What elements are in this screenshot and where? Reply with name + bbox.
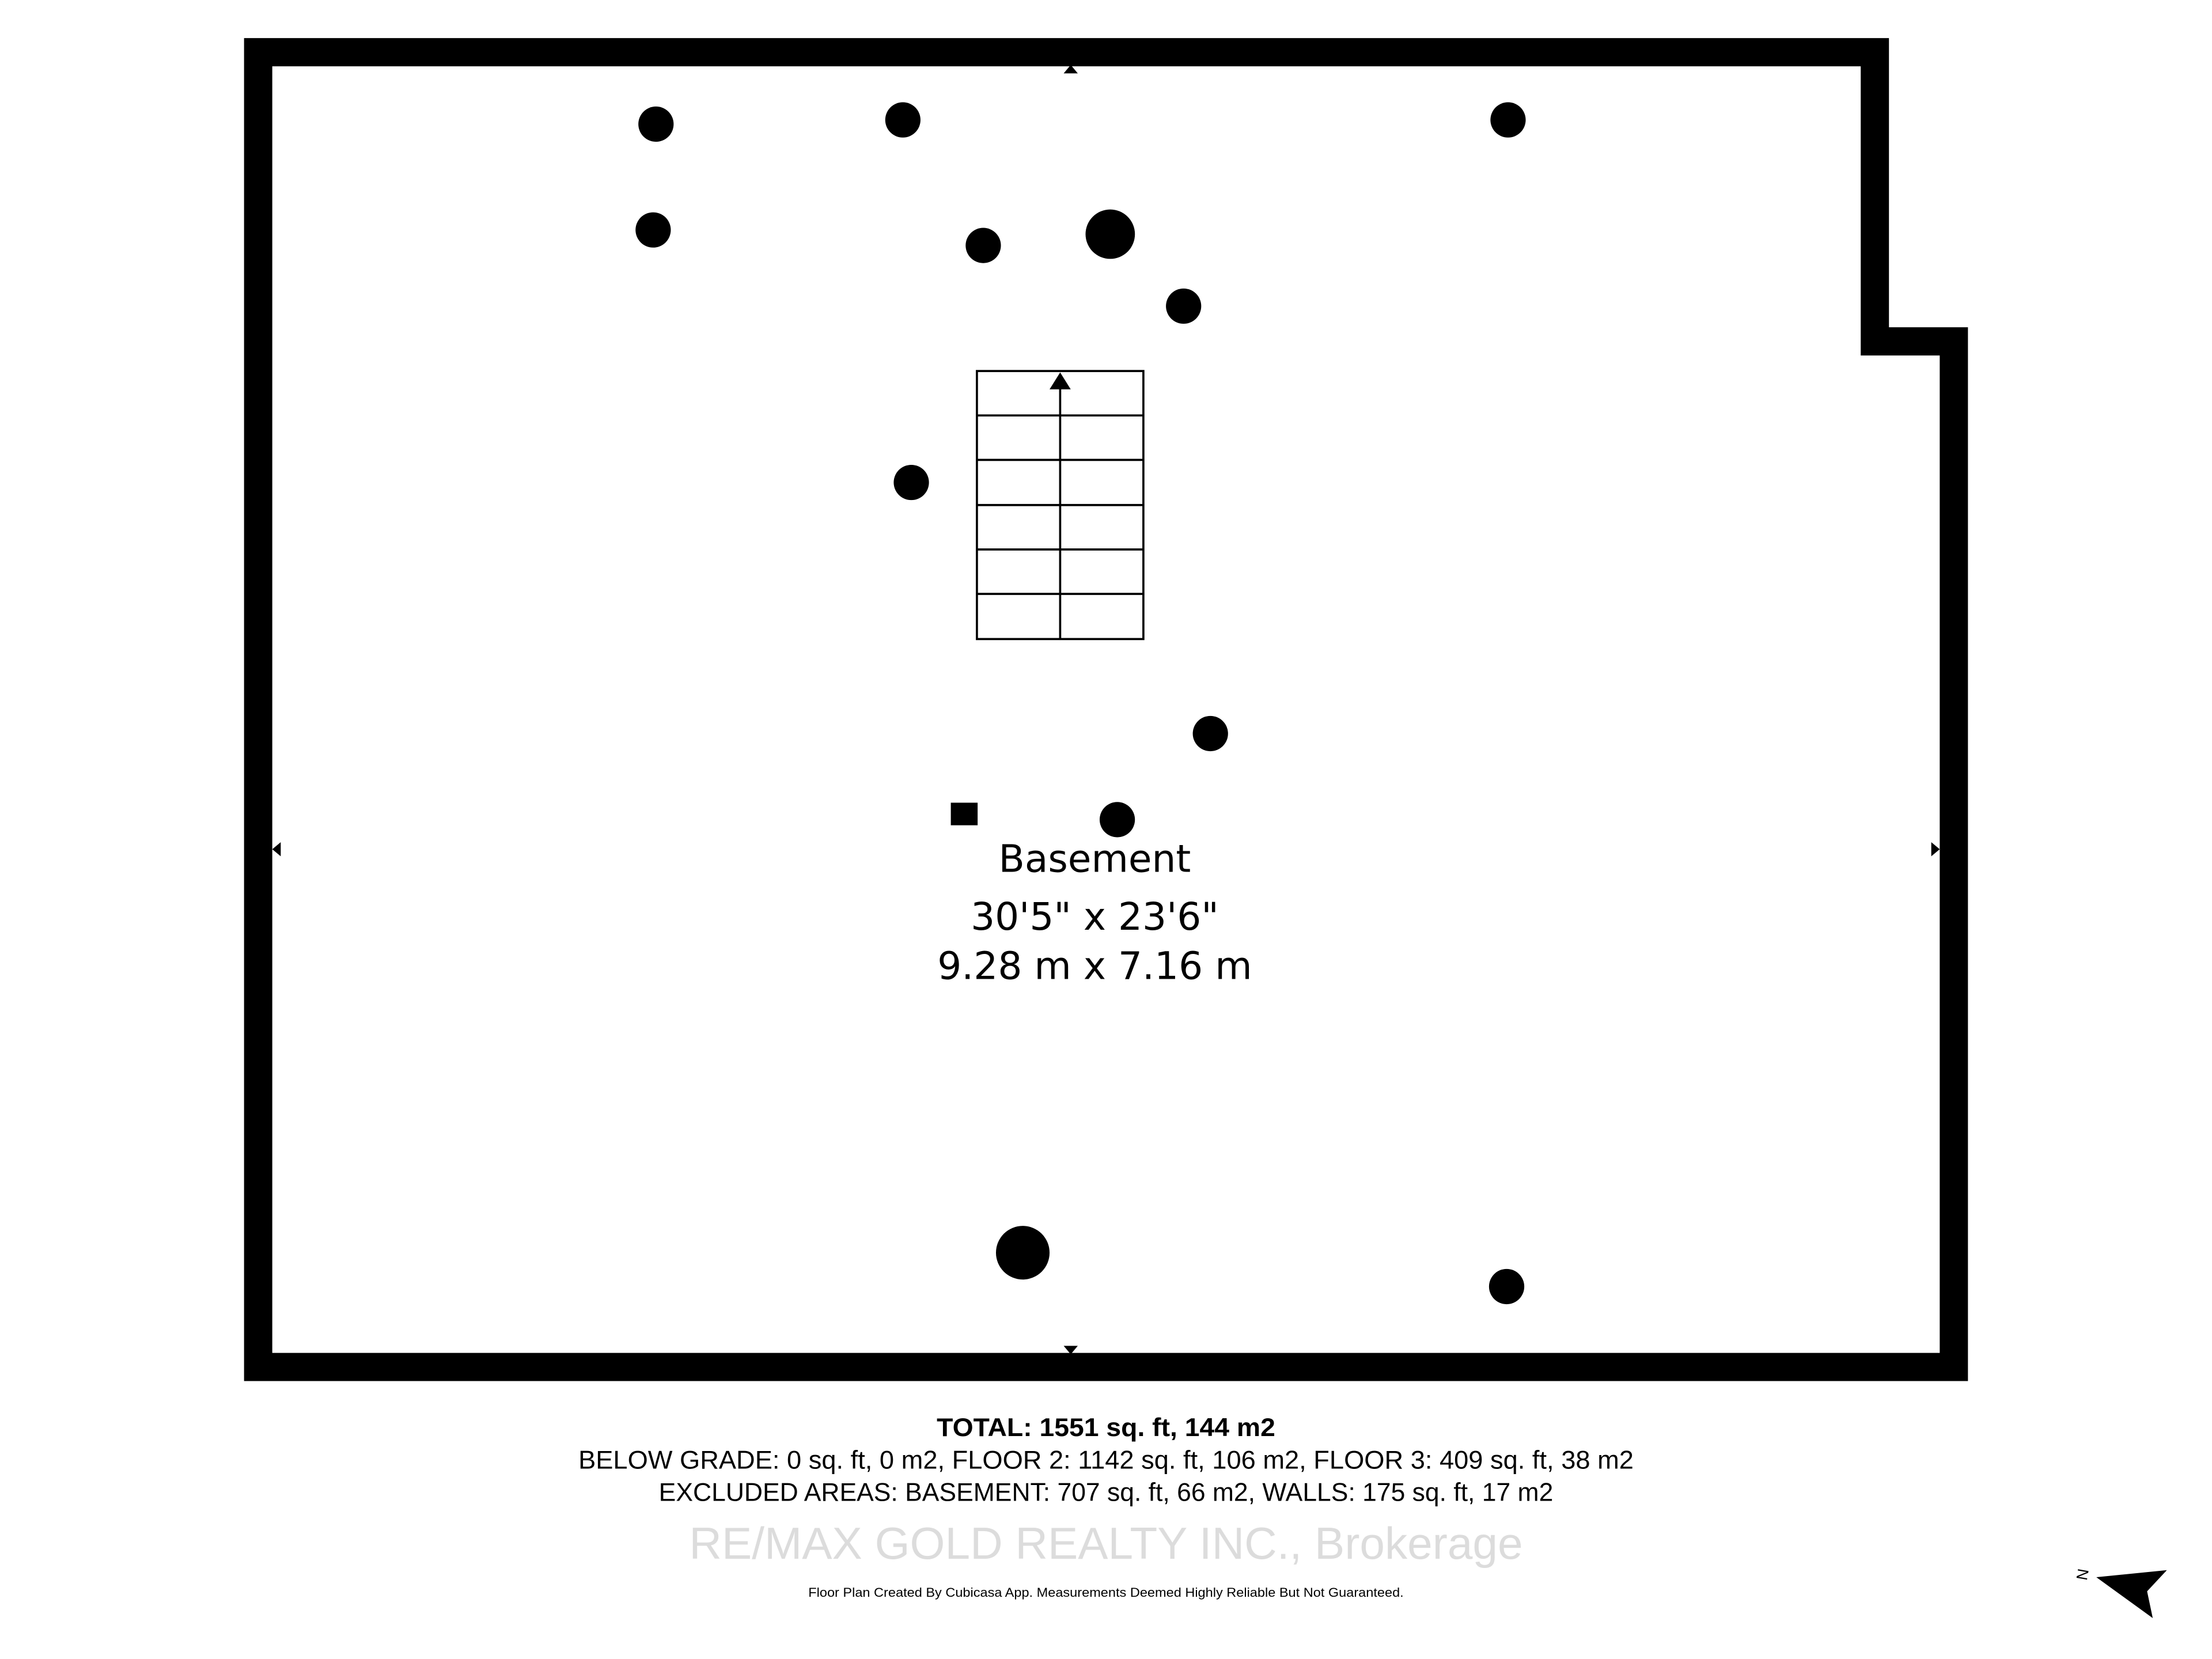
post — [1099, 802, 1135, 838]
north-arrow-icon — [2096, 1570, 2167, 1618]
marker-right — [1931, 842, 1940, 857]
post — [1192, 715, 1228, 752]
post — [893, 464, 929, 501]
post — [1488, 1268, 1525, 1305]
post — [1490, 102, 1526, 138]
post — [635, 212, 671, 248]
stairs — [976, 370, 1145, 641]
compass-label: N — [2073, 1567, 2092, 1581]
post — [885, 102, 921, 138]
room-dimensions-metric: 9.28 m x 7.16 m — [937, 944, 1252, 988]
marker-left — [272, 842, 281, 857]
stairs-up-arrow-icon — [1050, 372, 1071, 389]
marker-bottom — [1063, 1346, 1078, 1355]
room-dimensions-imperial: 30'5" x 23'6" — [971, 895, 1219, 939]
wall-markers — [272, 65, 1940, 1355]
posts — [635, 102, 1526, 1305]
watermark: RE/MAX GOLD REALTY INC., Brokerage — [689, 1518, 1522, 1569]
marker-top — [1063, 65, 1078, 74]
total-area: TOTAL: 1551 sq. ft, 144 m2 — [937, 1414, 1275, 1442]
excluded-areas: EXCLUDED AREAS: BASEMENT: 707 sq. ft, 66… — [659, 1479, 1554, 1507]
compass: N — [2073, 1567, 2167, 1618]
disclaimer: Floor Plan Created By Cubicasa App. Meas… — [808, 1585, 1403, 1600]
post — [995, 1226, 1050, 1280]
post — [1085, 209, 1135, 259]
room-name: Basement — [998, 836, 1191, 881]
square-post — [950, 802, 978, 825]
post — [1166, 288, 1202, 324]
floor-areas: BELOW GRADE: 0 sq. ft, 0 m2, FLOOR 2: 11… — [578, 1446, 1634, 1474]
post — [638, 106, 674, 142]
post — [965, 228, 1001, 263]
